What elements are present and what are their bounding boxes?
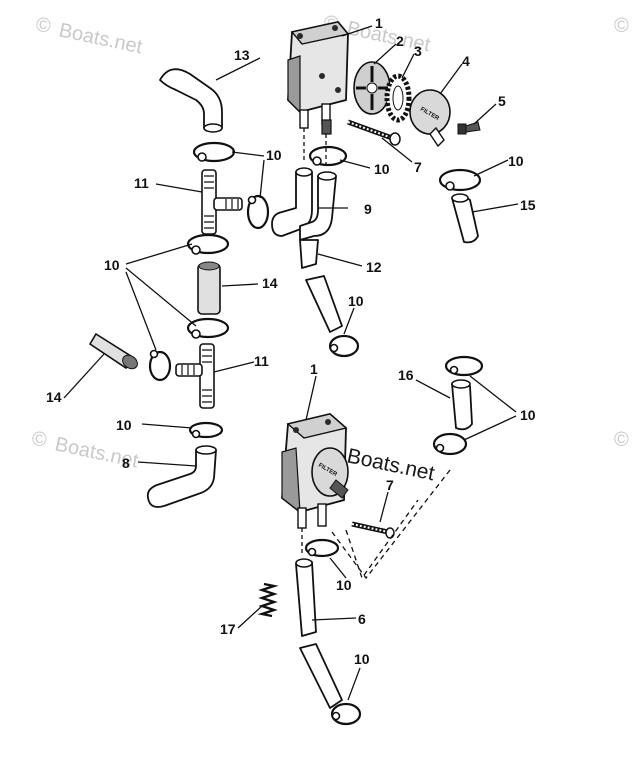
callout-14-mid: 14 bbox=[262, 275, 278, 291]
diaphragm-2 bbox=[353, 61, 391, 115]
gasket-3 bbox=[384, 73, 412, 123]
callout-10-e: 10 bbox=[348, 293, 364, 309]
callout-4: 4 bbox=[462, 53, 470, 69]
clip-10-b bbox=[308, 145, 348, 167]
clip-10-i bbox=[188, 421, 224, 439]
fuel-pump-bottom: FILTER bbox=[281, 413, 349, 529]
callout-15: 15 bbox=[520, 197, 536, 213]
callout-12: 12 bbox=[366, 259, 382, 275]
callout-14-left: 14 bbox=[46, 389, 62, 405]
callout-11-bottom: 11 bbox=[254, 353, 269, 369]
spring-17 bbox=[257, 582, 279, 618]
hose-12 bbox=[299, 239, 319, 269]
tee-fitting-11-bottom bbox=[175, 343, 215, 409]
callout-9: 9 bbox=[364, 201, 372, 217]
clip-10-c bbox=[246, 194, 270, 230]
clip-10-e bbox=[328, 334, 360, 358]
screw-5 bbox=[457, 121, 481, 135]
clip-10-g bbox=[186, 317, 230, 339]
callout-10-g: 10 bbox=[116, 417, 132, 433]
callout-7-top: 7 bbox=[414, 159, 422, 175]
clip-10-h bbox=[148, 349, 172, 382]
clip-10-l bbox=[432, 432, 468, 456]
hose-15 bbox=[451, 194, 479, 244]
callout-10-b: 10 bbox=[374, 161, 390, 177]
clip-10-k bbox=[444, 355, 484, 377]
elbow-hose-8 bbox=[146, 449, 217, 508]
filter-cover-4: FILTER bbox=[409, 89, 451, 148]
clip-10-m bbox=[330, 702, 362, 726]
clip-10-j bbox=[304, 538, 340, 558]
hose-9 bbox=[271, 167, 337, 241]
svg-text:©: © bbox=[614, 429, 629, 451]
svg-text:©: © bbox=[614, 15, 629, 37]
callout-7-bottom: 7 bbox=[386, 477, 394, 493]
svg-text:©: © bbox=[36, 15, 51, 37]
guide-line-bottom-b bbox=[331, 469, 451, 580]
watermark-top-left: © Boats.net bbox=[36, 15, 145, 59]
callout-17: 17 bbox=[220, 621, 236, 637]
screw-7-bottom bbox=[351, 521, 395, 539]
callout-5: 5 bbox=[498, 93, 506, 109]
callout-16: 16 bbox=[398, 367, 414, 383]
hose-6-lower bbox=[299, 643, 343, 709]
callout-2: 2 bbox=[396, 33, 404, 49]
hose-12-lower bbox=[305, 275, 343, 333]
callout-8: 8 bbox=[122, 455, 130, 471]
callout-13: 13 bbox=[234, 47, 250, 63]
connector-14-mid bbox=[197, 261, 221, 315]
svg-text:©: © bbox=[32, 429, 47, 451]
callout-10-a: 10 bbox=[266, 147, 282, 163]
elbow-hose-13 bbox=[159, 68, 223, 129]
tee-fitting-11-top bbox=[201, 169, 243, 235]
clip-10-f bbox=[186, 233, 230, 255]
callout-10-f: 10 bbox=[520, 407, 536, 423]
watermark-right-edge: © © bbox=[614, 15, 629, 451]
connector-14-left bbox=[88, 332, 138, 370]
callout-1-top: 1 bbox=[375, 15, 383, 31]
callout-10-i: 10 bbox=[354, 651, 370, 667]
callout-11-top: 11 bbox=[134, 175, 149, 191]
callout-10-h: 10 bbox=[336, 577, 352, 593]
hose-6 bbox=[295, 561, 317, 637]
callout-6: 6 bbox=[358, 611, 366, 627]
callout-10-c: 10 bbox=[508, 153, 524, 169]
clip-10-d bbox=[438, 168, 482, 192]
svg-text:Boats.net: Boats.net bbox=[57, 19, 145, 58]
guide-line-bottom-a bbox=[345, 499, 419, 580]
leader-lines bbox=[63, 25, 519, 701]
callout-numbers: 1 2 3 4 5 7 13 10 10 10 11 9 15 12 10 14… bbox=[46, 15, 536, 667]
callout-10-d: 10 bbox=[104, 257, 120, 273]
fuel-pump-top bbox=[287, 21, 350, 135]
screw-7-top bbox=[347, 119, 401, 146]
callout-3: 3 bbox=[414, 43, 422, 59]
clip-10-a bbox=[192, 141, 236, 163]
callout-1-bottom: 1 bbox=[310, 361, 318, 377]
